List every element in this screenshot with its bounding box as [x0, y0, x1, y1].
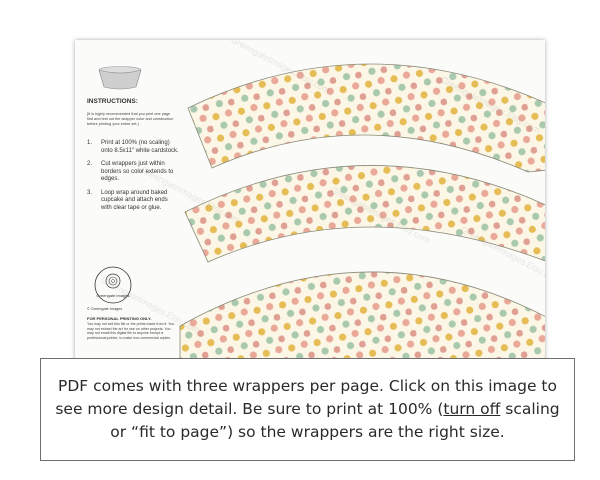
legal-heading: FOR PERSONAL PRINTING ONLY.	[87, 316, 152, 321]
svg-text:Greengate Images: Greengate Images	[96, 293, 129, 298]
step: 3.Loop wrap around baked cupcake and att…	[87, 189, 168, 211]
caption-text: PDF comes with three wrappers per page. …	[55, 377, 560, 441]
step: 2.Cut wrappers just within borders so co…	[87, 161, 174, 182]
cupcake-liner-icon	[98, 66, 142, 90]
instructions-steps: 1.Print at 100% (no scaling) onto 8.5x11…	[87, 140, 179, 218]
printable-sheet-preview[interactable]: INSTRUCTIONS: [It is highly recommended …	[75, 40, 545, 370]
instructions-intro: [It is highly recommended that you print…	[87, 112, 174, 126]
turn-off-emphasis: turn off	[443, 400, 501, 418]
greengate-logo: Greengate Images	[94, 266, 132, 304]
step: 1.Print at 100% (no scaling) onto 8.5x11…	[87, 140, 179, 154]
wrapper-3	[179, 271, 545, 370]
instructions-title: INSTRUCTIONS:	[87, 98, 138, 105]
cupcake-wrappers	[179, 63, 545, 370]
copyright: © Greengate Images	[87, 307, 123, 311]
wrapper-2	[184, 165, 545, 263]
wrapper-1	[187, 63, 545, 173]
caption-box: PDF comes with three wrappers per page. …	[40, 358, 575, 461]
legal-text: You may not sell this file or the prints…	[87, 322, 175, 340]
